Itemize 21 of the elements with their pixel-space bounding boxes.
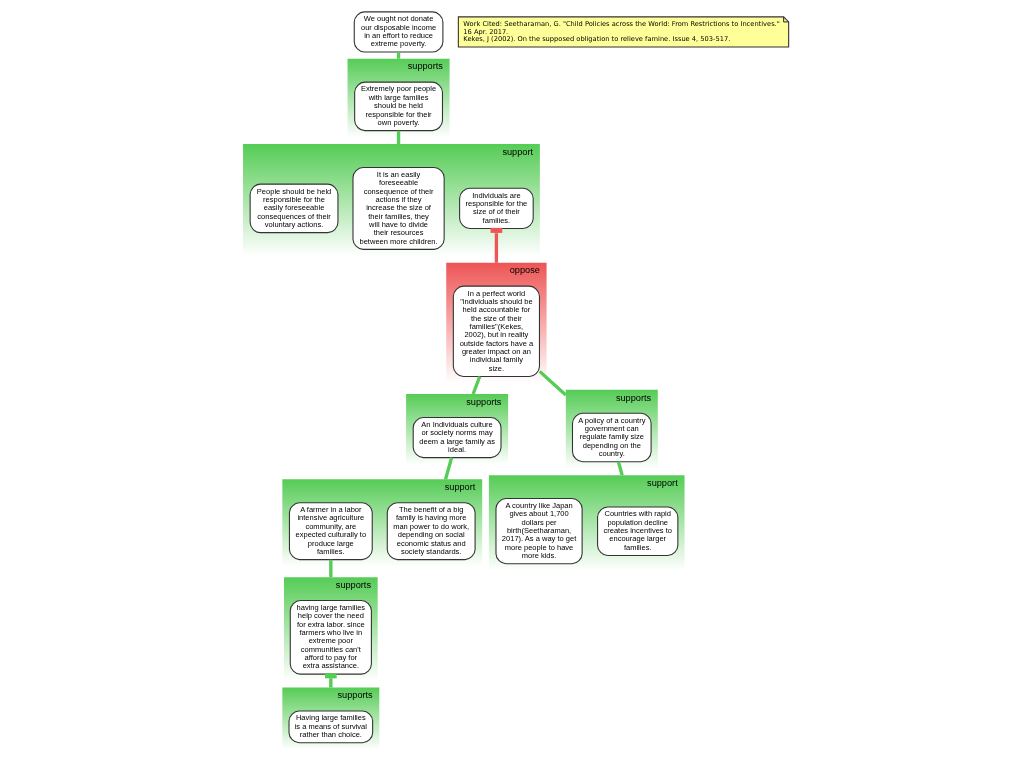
connector [396,52,400,59]
connector [538,370,567,397]
node-box: A policy of a country government can regulate family size depending on the country. [571,412,652,463]
node-box: A country like Japan gives about 1,700 dollars per birth(Seetharaman, 2017). As a way to get more people to have more kids. [494,498,583,565]
node-box: A farmer in a labor intensive agriculture community, are expected culturally to produce large families. [288,502,373,561]
node-box: having large families help cover the need for extra labor. since farmers who live in extreme poor communities can't afford to pay for extra assistance. [289,600,372,675]
node-box: Extremely poor people with large families should be held responsible for their own poverty. [353,81,443,132]
node-box: We ought not donate our disposable income in an effort to reduce extreme poverty. [353,11,443,53]
node-box: In a perfect world "individuals should be held accountable for the size of their families"(Kekes, 2002), but in reality outside factors have a greater impact on an individual family size. [452,285,540,377]
node-box: Having large families is a means of survival rather than choice. [288,710,373,744]
node-box: It is an easily foreseeable consequence of their actions if they increase the size of their families, they will have to divide their resources between more children. [351,166,445,250]
connector [616,461,624,476]
connector [471,375,481,395]
connector [328,559,332,578]
connector [324,673,337,688]
node-box: The benefit of a big family is having more man power to do work, depending on social economic status and society standards. [386,502,476,561]
node-box: People should be held responsible for the easily foreseeable consequences of their voluntary actions. [249,183,338,234]
node-box: An Individuals culture or society norms may deem a large family as ideal. [412,416,502,459]
node-box: Individuals are responsible for the size of of their families. [458,187,534,229]
connector [443,457,453,480]
node-box: Countries with rapid population decline creates incentives to encourage larger families. [596,506,678,556]
